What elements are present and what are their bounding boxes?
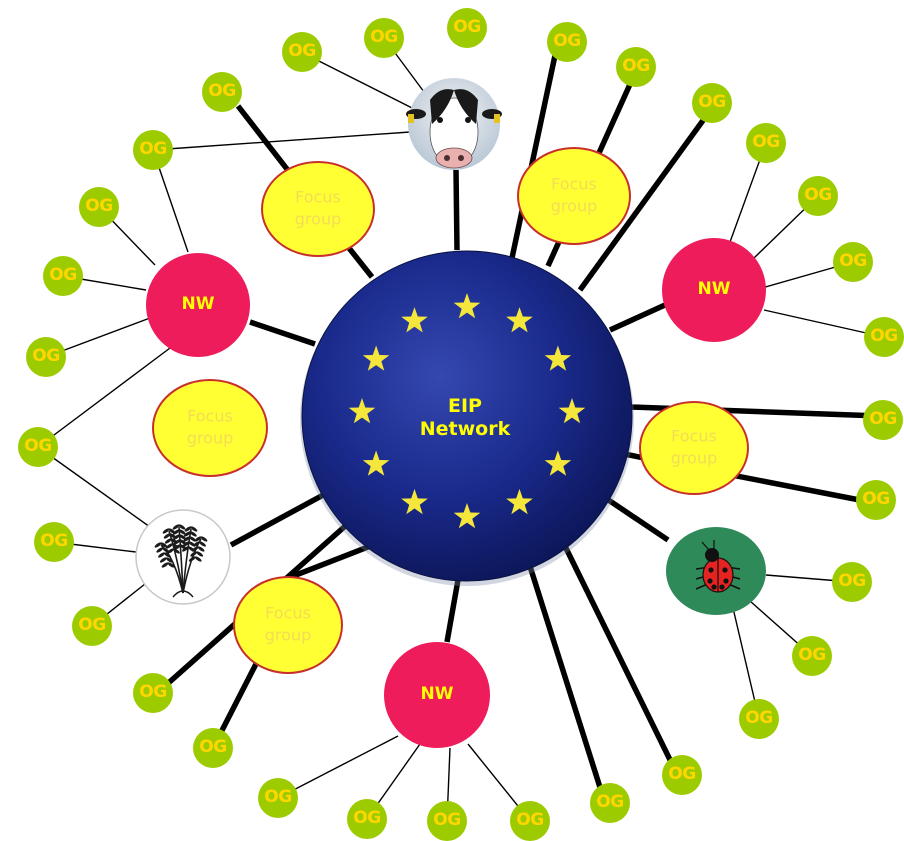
focus-group-node-5	[233, 576, 343, 674]
network-node-1	[146, 253, 250, 357]
weak-link-15	[763, 309, 885, 338]
eu-star-icon	[453, 293, 481, 319]
network-node-3	[384, 642, 490, 748]
eu-star-icon	[401, 307, 428, 333]
focus-group-node-1	[261, 161, 375, 257]
weak-link-9	[37, 446, 151, 528]
focus-group-node-2	[517, 147, 631, 245]
og-node-24	[739, 699, 779, 739]
og-node-10	[133, 130, 173, 170]
og-node-23	[133, 673, 173, 713]
strong-link-11	[444, 579, 461, 643]
og-node-26	[662, 755, 702, 795]
eu-star-icon	[453, 503, 481, 529]
og-node-7	[746, 123, 786, 163]
eu-star-icon	[401, 488, 428, 515]
og-node-16	[863, 400, 903, 440]
og-node-18	[856, 480, 896, 520]
strong-link-9	[559, 538, 679, 774]
og-node-8	[798, 176, 838, 216]
og-node-15	[26, 337, 66, 377]
og-node-30	[427, 801, 467, 841]
og-node-5	[616, 47, 656, 87]
og-node-22	[72, 606, 112, 646]
og-node-19	[832, 562, 872, 602]
strong-link-8	[596, 490, 670, 543]
eu-star-icon	[362, 450, 390, 476]
eu-star-icon	[362, 345, 390, 371]
eip-network-node	[301, 250, 633, 582]
ladybug-icon	[666, 527, 766, 615]
og-node-29	[347, 799, 387, 839]
focus-group-node-3	[152, 379, 268, 477]
og-node-2	[364, 18, 404, 58]
strong-link-15	[249, 319, 316, 347]
weak-link-3	[152, 131, 411, 151]
strong-link-4	[577, 106, 715, 292]
strong-link-5	[608, 302, 667, 333]
og-node-31	[510, 801, 550, 841]
eu-star-icon	[348, 398, 376, 424]
og-node-13	[864, 317, 904, 357]
weak-link-1	[300, 51, 421, 113]
og-node-1	[447, 8, 487, 48]
og-node-6	[692, 83, 732, 123]
og-node-11	[833, 242, 873, 282]
cow-photo-icon	[406, 78, 502, 170]
og-node-9	[202, 72, 242, 112]
strong-link-1	[453, 169, 460, 251]
eu-star-icon	[506, 307, 533, 333]
og-node-12	[79, 187, 119, 227]
og-node-20	[34, 522, 74, 562]
strong-link-10	[525, 559, 607, 801]
strong-link-2	[509, 45, 560, 259]
strong-link-14	[229, 491, 327, 548]
weak-link-19	[277, 735, 399, 799]
focus-group-node-4	[639, 401, 749, 495]
og-node-14	[43, 256, 83, 296]
og-node-21	[792, 636, 832, 676]
og-node-4	[547, 22, 587, 62]
eu-star-icon	[558, 398, 586, 424]
og-node-17	[18, 427, 58, 467]
eu-star-icon	[506, 488, 533, 515]
strong-link-12	[282, 540, 379, 583]
og-node-27	[258, 778, 298, 818]
og-node-3	[282, 32, 322, 72]
weak-link-8	[37, 347, 171, 448]
wheat-icon	[135, 509, 231, 605]
og-node-25	[193, 728, 233, 768]
eu-star-icon	[544, 345, 572, 371]
network-node-2	[662, 238, 766, 342]
eu-star-icon	[544, 450, 572, 476]
og-node-28	[590, 783, 630, 823]
